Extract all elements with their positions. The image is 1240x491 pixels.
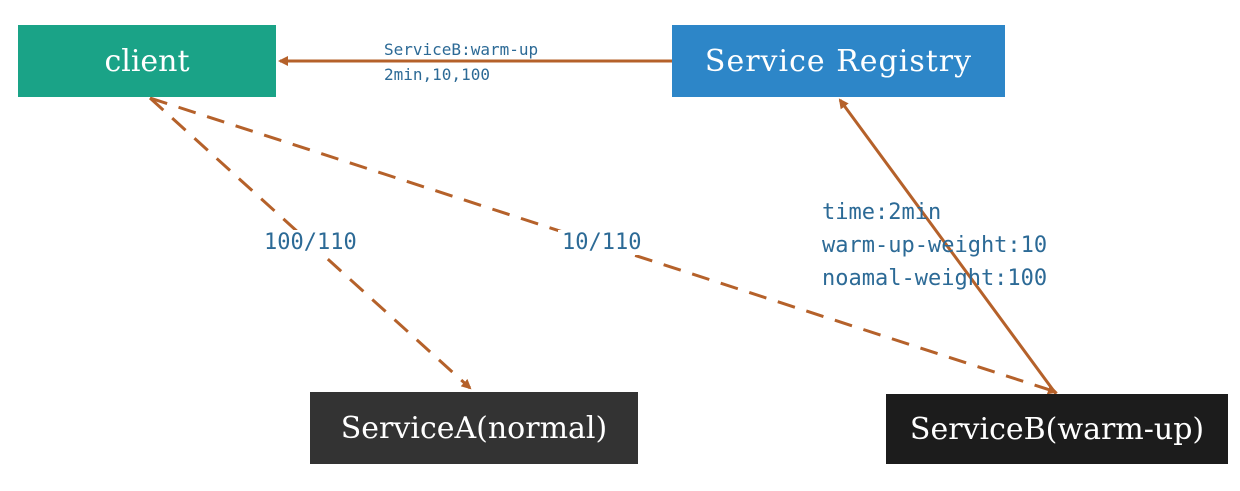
service-a-node-label: ServiceA(normal) (340, 410, 608, 446)
warmup-weight-label: warm-up-weight:10 (822, 233, 1048, 258)
normal-weight-label: noamal-weight:100 (822, 266, 1048, 291)
client-node-label: client (104, 43, 190, 79)
service-a-weight-label: 100/110 (262, 230, 359, 255)
edge-service-b-to-registry (838, 98, 1058, 395)
service-registry-node: Service Registry (672, 25, 1005, 97)
service-b-node: ServiceB(warm-up) (886, 394, 1228, 464)
registry-edge-label-line2: 2min,10,100 (384, 65, 490, 84)
client-node: client (18, 25, 276, 97)
service-a-node: ServiceA(normal) (310, 392, 638, 464)
warmup-time-label: time:2min (822, 200, 942, 225)
registry-edge-label-line1: ServiceB:warm-up (384, 40, 539, 59)
service-b-node-label: ServiceB(warm-up) (909, 411, 1205, 447)
service-b-weight-label: 10/110 (558, 230, 646, 255)
edge-client-to-service-b (149, 96, 1058, 395)
service-registry-node-label: Service Registry (704, 43, 973, 79)
